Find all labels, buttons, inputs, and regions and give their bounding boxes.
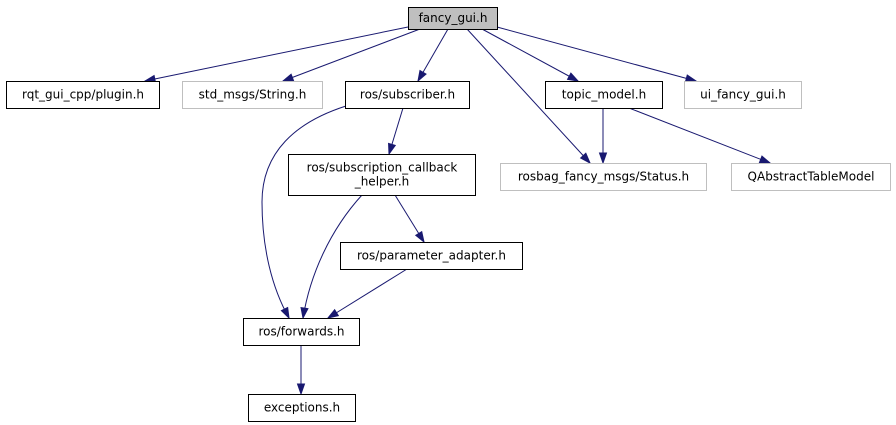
arrow-head [417, 69, 427, 83]
node-box [6, 81, 160, 109]
node-ui-fancy[interactable]: ui_fancy_gui.h [684, 81, 802, 109]
node-label: ui_fancy_gui.h [700, 88, 786, 102]
edge-sub_cb-to-param [394, 194, 425, 244]
arrow-head [566, 72, 580, 82]
node-status[interactable]: rosbag_fancy_msgs/Status.h [500, 163, 707, 191]
node-label: rqt_gui_cpp/plugin.h [22, 88, 144, 102]
node-topic-model[interactable]: topic_model.h [545, 81, 663, 109]
node-exceptions[interactable]: exceptions.h [248, 394, 356, 422]
node-box [182, 81, 323, 109]
node-box [243, 318, 360, 346]
node-box [340, 242, 523, 270]
edge-line [496, 26, 697, 82]
node-subscriber[interactable]: ros/subscriber.h [345, 81, 470, 109]
node-box [545, 81, 663, 109]
node-box [248, 394, 356, 422]
edge-sub_cb-to-forwards [300, 194, 363, 320]
arrow-head [280, 306, 290, 320]
edge-line [302, 194, 363, 319]
node-sub-cb[interactable]: ros/subscription_callback_helper.h [288, 154, 476, 196]
node-string[interactable]: std_msgs/String.h [182, 81, 323, 109]
node-label: _helper.h [354, 175, 410, 189]
arrow-head [300, 306, 309, 320]
node-forwards[interactable]: ros/forwards.h [243, 318, 360, 346]
node-box [731, 163, 891, 191]
node-label: QAbstractTableModel [748, 170, 875, 184]
edges-layer [143, 26, 772, 396]
edge-line [144, 26, 409, 82]
arrow-head [758, 155, 772, 164]
node-box [345, 81, 470, 109]
edge-topic_model-to-qatm [628, 107, 772, 164]
arrow-head [388, 142, 397, 156]
node-label: exceptions.h [264, 401, 340, 415]
node-label: rosbag_fancy_msgs/Status.h [518, 170, 689, 184]
arrow-head [326, 308, 340, 319]
node-param[interactable]: ros/parameter_adapter.h [340, 242, 523, 270]
arrow-head [684, 74, 698, 83]
edge-line [261, 105, 347, 319]
arrow-head [414, 230, 425, 244]
node-qatm[interactable]: QAbstractTableModel [731, 163, 891, 191]
edge-line [466, 28, 591, 164]
node-label: ros/subscriber.h [360, 88, 455, 102]
node-box [288, 154, 476, 196]
arrow-head [579, 152, 592, 165]
edge-topic_model-to-status [598, 108, 608, 165]
edge-forwards-to-exceptions [296, 345, 306, 396]
node-label: ros/forwards.h [259, 325, 345, 339]
node-box [500, 163, 707, 191]
edge-line [628, 107, 771, 164]
node-label: std_msgs/String.h [199, 88, 307, 102]
node-label: ros/parameter_adapter.h [357, 249, 506, 263]
node-box [684, 81, 802, 109]
edge-subscriber-to-sub_cb [388, 107, 404, 156]
node-label: ros/subscription_callback [307, 161, 458, 175]
edge-line [481, 28, 579, 82]
node-label: fancy_gui.h [419, 11, 488, 25]
edge-fancy_gui-to-topic_model [481, 28, 580, 82]
edge-fancy_gui-to-status [466, 28, 592, 165]
edge-fancy_gui-to-plugin [143, 26, 409, 84]
edge-fancy_gui-to-subscriber [417, 28, 449, 83]
edge-subscriber-to-forwards [261, 105, 347, 320]
edge-param-to-forwards [326, 268, 408, 319]
nodes-layer: fancy_gui.h rqt_gui_cpp/plugin.h std_msgs/… [6, 7, 891, 422]
node-box [408, 7, 498, 30]
edge-fancy_gui-to-ui_fancy [496, 26, 698, 83]
node-plugin[interactable]: rqt_gui_cpp/plugin.h [6, 81, 160, 109]
edge-line [282, 28, 421, 82]
arrow-head [281, 73, 295, 82]
arrow-head [296, 383, 306, 396]
node-fancy-gui[interactable]: fancy_gui.h [408, 7, 498, 30]
edge-line [327, 268, 408, 319]
node-label: topic_model.h [562, 88, 646, 102]
edge-fancy_gui-to-string [281, 28, 421, 82]
arrow-head [598, 152, 608, 165]
